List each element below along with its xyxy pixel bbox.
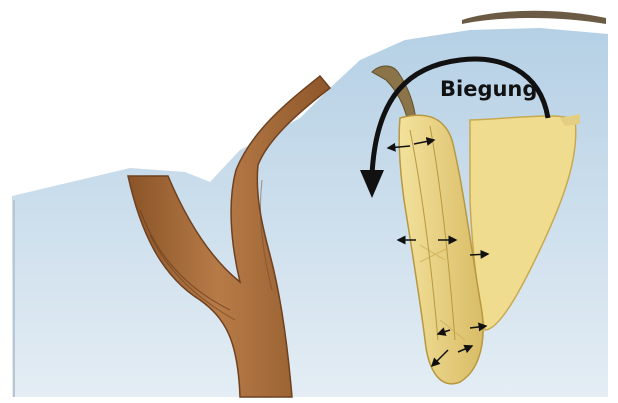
bending-label: Biegung — [440, 77, 537, 101]
top-photo-fragment — [462, 11, 606, 24]
